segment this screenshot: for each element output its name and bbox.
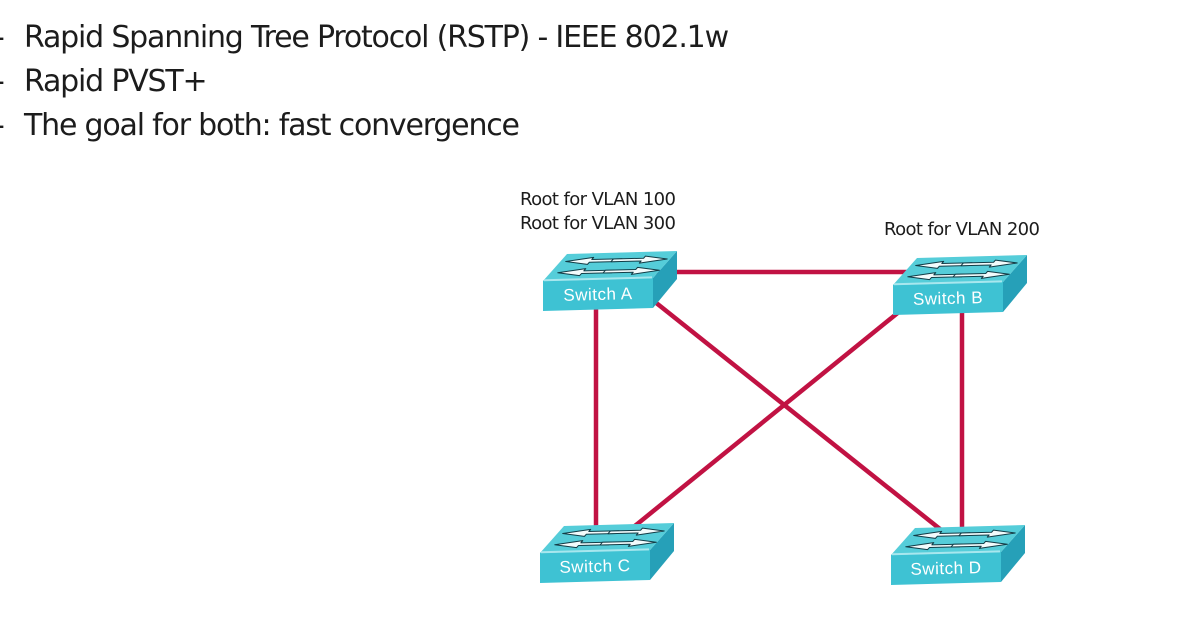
switch-a-root-annotation-1: Root for VLAN 100: [520, 189, 676, 210]
note-text: Rapid PVST+: [24, 64, 208, 99]
note-line-goal: -The goal for both: fast convergence: [0, 104, 728, 148]
note-text: The goal for both: fast convergence: [24, 108, 520, 143]
bullet-dash: -: [0, 16, 24, 60]
note-text: Rapid Spanning Tree Protocol (RSTP) - IE…: [24, 20, 729, 55]
switch-c: Switch C: [538, 521, 684, 587]
switch-b-root-annotation: Root for VLAN 200: [884, 219, 1040, 240]
bullet-dash: -: [0, 60, 24, 104]
switch-c-label: Switch C: [559, 556, 631, 577]
switch-a-label: Switch A: [563, 284, 633, 305]
handwritten-notes: -Rapid Spanning Tree Protocol (RSTP) - I…: [0, 16, 729, 148]
switch-b-label: Switch B: [912, 288, 984, 309]
note-line-rstp: -Rapid Spanning Tree Protocol (RSTP) - I…: [0, 16, 729, 60]
switch-a-root-annotation-2: Root for VLAN 300: [520, 213, 676, 234]
link-switch-b-switch-c: [618, 305, 907, 540]
switch-b: Switch B: [891, 253, 1037, 319]
note-line-rapid-pvst: -Rapid PVST+: [0, 60, 728, 104]
bullet-dash: -: [0, 104, 24, 148]
switch-d: Switch D: [889, 523, 1035, 589]
switch-d-label: Switch D: [910, 558, 982, 579]
switch-a: Switch A: [541, 249, 687, 315]
link-switch-a-switch-d: [638, 288, 952, 539]
